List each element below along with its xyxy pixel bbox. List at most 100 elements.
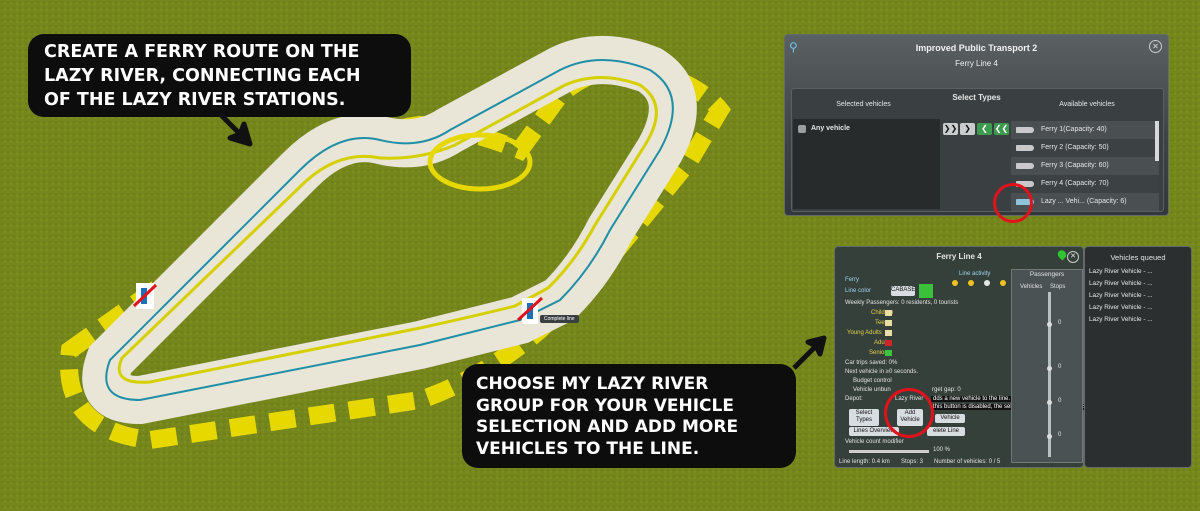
highlight-ring bbox=[993, 183, 1033, 223]
window-subtitle: Ferry Line 4 bbox=[955, 59, 998, 68]
list-item[interactable]: Lazy ... Vehi... (Capacity: 6) bbox=[1011, 193, 1159, 211]
age-label: Teens bbox=[875, 320, 892, 326]
instruction-callout-vehicles: Choose my Lazy River group for your vehi… bbox=[462, 364, 796, 468]
arrow-up-right-icon bbox=[792, 335, 827, 370]
ferry-icon bbox=[1016, 181, 1034, 187]
list-item[interactable]: Any vehicle bbox=[793, 119, 940, 133]
move-left-button[interactable]: ❮ bbox=[977, 123, 992, 135]
stop-value: 0 bbox=[1058, 432, 1062, 438]
callout-line: Lazy River, connecting each bbox=[44, 66, 361, 86]
line-color-swatch[interactable] bbox=[876, 288, 884, 295]
remove-vehicle-button[interactable]: Vehicle bbox=[935, 414, 965, 423]
item-label: Ferry 2 (Capacity: 50) bbox=[1041, 144, 1109, 151]
callout-line: of the Lazy River stations. bbox=[44, 90, 346, 110]
age-swatch bbox=[885, 340, 892, 346]
lines-overview-button[interactable]: Lines Overview bbox=[849, 427, 899, 436]
passengers-header: Passengers bbox=[1029, 271, 1065, 278]
list-item[interactable]: Ferry 4 (Capacity: 70) bbox=[1011, 175, 1159, 193]
window-title: Ferry Line 4 bbox=[936, 252, 982, 261]
transport-type: Ferry bbox=[845, 277, 859, 283]
vehicles-queued-panel: Vehicles queued Lazy River Vehicle - ...… bbox=[1084, 246, 1192, 468]
move-right-button[interactable]: ❯ bbox=[960, 123, 975, 135]
passengers-graph: Passengers Vehicles Stops 0 0 0 0 bbox=[1011, 269, 1083, 463]
selection-ring bbox=[427, 132, 533, 192]
station-marker-right bbox=[516, 296, 544, 324]
moon-icon[interactable] bbox=[984, 280, 990, 286]
close-icon[interactable]: ✕ bbox=[1067, 251, 1079, 263]
queue-item[interactable]: Lazy River Vehicle - ... bbox=[1089, 316, 1153, 323]
item-label: Ferry 3 (Capacity: 60) bbox=[1041, 162, 1109, 169]
sun-icon[interactable] bbox=[968, 280, 974, 286]
target-gap: rget gap: 0 bbox=[932, 387, 961, 393]
ferry-icon bbox=[1016, 145, 1034, 151]
item-label: Ferry 1(Capacity: 40) bbox=[1041, 126, 1107, 133]
window-title: Improved Public Transport 2 bbox=[915, 43, 1038, 53]
queue-item[interactable]: Lazy River Vehicle - ... bbox=[1089, 292, 1153, 299]
age-label: Young Adults bbox=[847, 330, 882, 336]
weekly-passengers: Weekly Passengers: 0 residents, 0 touris… bbox=[845, 300, 959, 306]
next-vehicle-timer: Next vehicle in ≥0 seconds. bbox=[845, 369, 918, 375]
age-label: Adults bbox=[874, 340, 891, 346]
stop-count: Stops: 3 bbox=[901, 459, 924, 465]
queue-item[interactable]: Lazy River Vehicle - ... bbox=[1089, 280, 1153, 287]
callout-line: selection and add more bbox=[476, 417, 739, 437]
ferry-icon bbox=[1016, 163, 1034, 169]
age-swatch bbox=[885, 310, 892, 316]
sun-icon[interactable] bbox=[1000, 280, 1006, 286]
station-marker-left bbox=[132, 283, 158, 309]
queue-item[interactable]: Lazy River Vehicle - ... bbox=[1089, 304, 1153, 311]
modifier-percent: 100 % bbox=[933, 447, 951, 453]
select-types-label: Select Types bbox=[952, 93, 1001, 102]
stop-value: 0 bbox=[1058, 398, 1062, 404]
age-label: Children bbox=[871, 310, 894, 316]
list-item[interactable]: Ferry 1(Capacity: 40) bbox=[1011, 121, 1159, 139]
callout-line: Create a ferry route on the bbox=[44, 42, 360, 62]
station-tooltip: Complete line bbox=[540, 315, 579, 323]
ipt-window: ⚲ Improved Public Transport 2 Ferry Line… bbox=[784, 34, 1169, 216]
depot-label: Depot: bbox=[845, 396, 863, 402]
tooltip-line: dds a new vehicle to the line. bbox=[931, 396, 1013, 402]
scrollbar[interactable] bbox=[1155, 121, 1159, 161]
stop-value: 0 bbox=[1058, 364, 1062, 370]
ferry-icon bbox=[1016, 127, 1034, 133]
move-all-right-button[interactable]: ❯❯ bbox=[943, 123, 958, 135]
vehicle-count-slider[interactable] bbox=[849, 450, 929, 453]
arrow-down-right-icon bbox=[218, 112, 253, 147]
item-label: Lazy ... Vehi... (Capacity: 6) bbox=[1041, 198, 1127, 205]
list-item[interactable]: Ferry 3 (Capacity: 60) bbox=[1011, 157, 1159, 175]
stop-dot[interactable] bbox=[1047, 434, 1052, 439]
stop-dot[interactable] bbox=[1047, 366, 1052, 371]
instruction-callout-route: Create a ferry route on the Lazy River, … bbox=[28, 34, 411, 117]
stop-dot[interactable] bbox=[1047, 322, 1052, 327]
vehicle-count: Number of vehicles: 0 / 5 bbox=[934, 459, 1001, 465]
route-strip bbox=[1048, 292, 1051, 457]
callout-line: group for your vehicle bbox=[476, 395, 734, 416]
move-all-left-button[interactable]: ❮❮ bbox=[994, 123, 1009, 135]
stops-column-header: Stops bbox=[1050, 284, 1066, 290]
vehicle-unbunching-radio[interactable]: Vehicle unbun bbox=[853, 387, 891, 393]
line-color-label: Line color bbox=[845, 288, 872, 294]
vehicles-column-header: Vehicles bbox=[1020, 284, 1043, 290]
delete-line-button[interactable]: elete Line bbox=[927, 427, 965, 436]
queue-title: Vehicles queued bbox=[1110, 253, 1166, 262]
stop-dot[interactable] bbox=[1047, 400, 1052, 405]
ferry-line-window: Ferry Line 4 ✕ Ferry Line color CABASE L… bbox=[834, 246, 1100, 468]
close-icon[interactable]: ✕ bbox=[1149, 40, 1162, 53]
sun-icon[interactable] bbox=[952, 280, 958, 286]
age-swatch bbox=[885, 350, 892, 356]
highlight-ring bbox=[884, 388, 934, 438]
callout-line: Choose my Lazy River bbox=[476, 374, 709, 394]
search-icon[interactable]: ⚲ bbox=[789, 40, 798, 54]
available-vehicles-list: Ferry 1(Capacity: 40) Ferry 2 (Capacity:… bbox=[1011, 121, 1159, 211]
list-item[interactable]: Ferry 2 (Capacity: 50) bbox=[1011, 139, 1159, 157]
stop-value: 0 bbox=[1058, 320, 1062, 326]
available-vehicles-header: Available vehicles bbox=[1059, 101, 1115, 108]
queue-item[interactable]: Lazy River Vehicle - ... bbox=[1089, 268, 1153, 275]
select-types-button[interactable]: Select Types bbox=[849, 409, 879, 426]
color-picker-icon[interactable] bbox=[919, 284, 933, 298]
car-trips-saved: Car trips saved: 0% bbox=[845, 360, 898, 366]
budget-control-radio[interactable]: Budget control bbox=[853, 378, 892, 384]
line-color-hex-input[interactable]: CABASE bbox=[891, 286, 915, 296]
callout-line: vehicles to the line. bbox=[476, 438, 700, 459]
ferry-route-line bbox=[117, 76, 658, 384]
